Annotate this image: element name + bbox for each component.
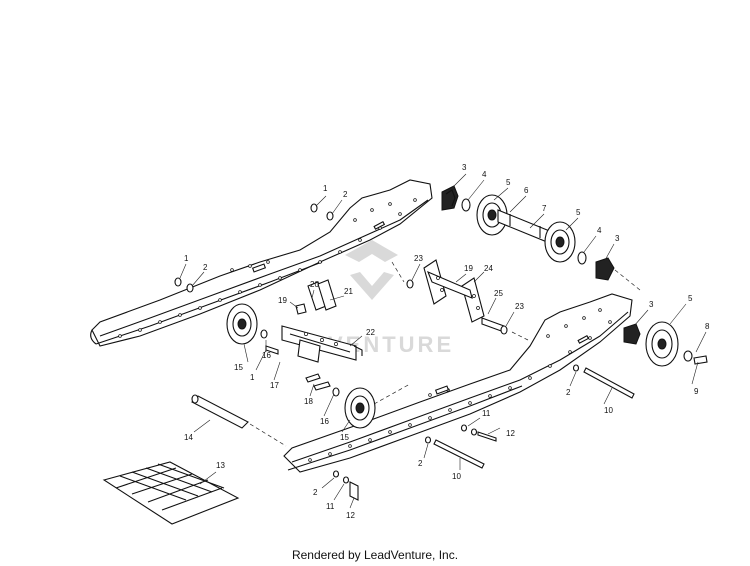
upper-slide-rail bbox=[90, 179, 433, 347]
callout: 23 bbox=[515, 302, 524, 311]
callout: 15 bbox=[340, 433, 349, 442]
callout: 12 bbox=[346, 511, 355, 520]
callout: 3 bbox=[615, 234, 620, 243]
cross-brace bbox=[391, 259, 529, 341]
callout: 1 bbox=[250, 373, 255, 382]
callout: 10 bbox=[604, 406, 613, 415]
callout: 4 bbox=[597, 226, 602, 235]
torque-arm-assembly bbox=[281, 279, 363, 363]
callout: 2 bbox=[566, 388, 571, 397]
callout: 16 bbox=[320, 417, 329, 426]
callout: 8 bbox=[705, 322, 710, 331]
callout: 21 bbox=[344, 287, 353, 296]
callout: 20 bbox=[310, 280, 319, 289]
rear-axle-assembly bbox=[441, 185, 641, 291]
callout: 1 bbox=[184, 254, 189, 263]
callout: 9 bbox=[694, 387, 699, 396]
callout: 10 bbox=[452, 472, 461, 481]
callout: 3 bbox=[649, 300, 654, 309]
callout: 11 bbox=[482, 409, 491, 418]
callout: 4 bbox=[482, 170, 487, 179]
callout: 2 bbox=[343, 190, 348, 199]
lower-slide-rail bbox=[283, 293, 633, 473]
callout: 16 bbox=[262, 351, 271, 360]
callout: 5 bbox=[688, 294, 693, 303]
leader-lines bbox=[179, 173, 707, 509]
callout: 2 bbox=[203, 263, 208, 272]
front-right-wheel bbox=[623, 321, 708, 367]
callout: 19 bbox=[278, 296, 287, 305]
callout: 3 bbox=[462, 163, 467, 172]
render-credit: Rendered by LeadVenture, Inc. bbox=[291, 548, 459, 562]
callout: 5 bbox=[506, 178, 511, 187]
callout: 19 bbox=[464, 264, 473, 273]
callout: 14 bbox=[184, 433, 193, 442]
loose-parts bbox=[174, 203, 635, 501]
callout: 18 bbox=[304, 397, 313, 406]
upper-rail-holes bbox=[118, 198, 417, 338]
callout: 7 bbox=[542, 204, 547, 213]
callout-labels: 1 2 3 4 5 6 7 5 4 3 1 2 23 19 24 20 21 2… bbox=[184, 163, 710, 520]
callout: 25 bbox=[494, 289, 503, 298]
hold-down-plate bbox=[102, 461, 240, 525]
callout: 13 bbox=[216, 461, 225, 470]
idler-wheels bbox=[226, 303, 411, 429]
callout: 12 bbox=[506, 429, 515, 438]
callout: 5 bbox=[576, 208, 581, 217]
callout: 6 bbox=[524, 186, 529, 195]
callout: 15 bbox=[234, 363, 243, 372]
callout: 22 bbox=[366, 328, 375, 337]
callout: 1 bbox=[323, 184, 328, 193]
callout: 2 bbox=[418, 459, 423, 468]
callout: 11 bbox=[326, 502, 335, 511]
callout: 2 bbox=[313, 488, 318, 497]
callout: 17 bbox=[270, 381, 279, 390]
callout: 24 bbox=[484, 264, 493, 273]
callout: 23 bbox=[414, 254, 423, 263]
